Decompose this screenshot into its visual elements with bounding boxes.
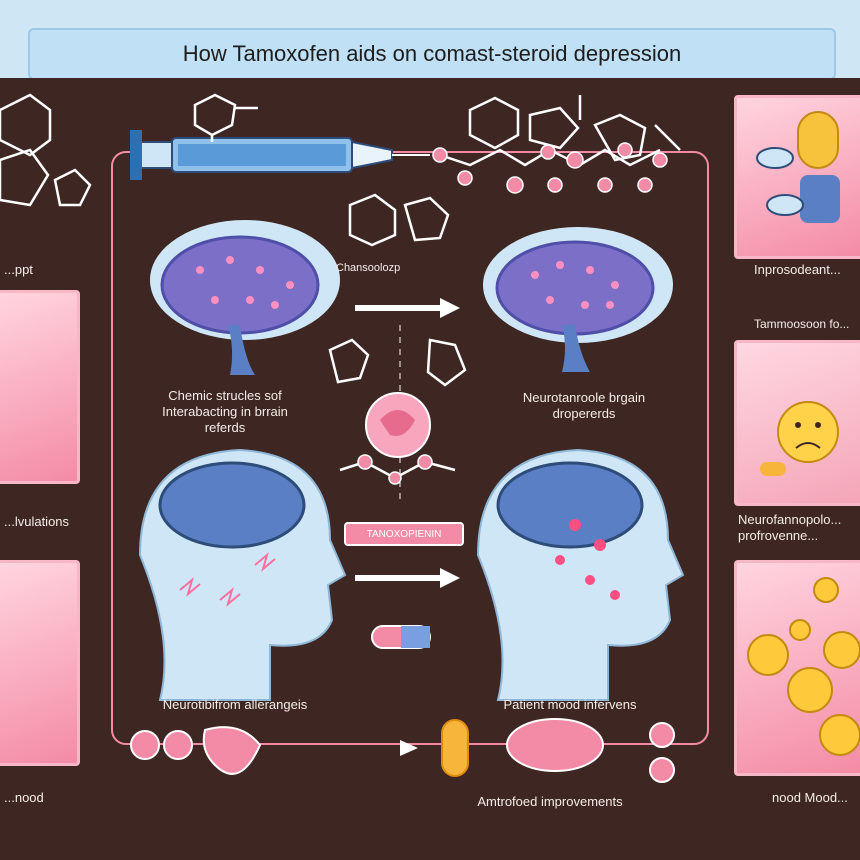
label-right-bottom: nood Mood... (772, 790, 848, 805)
molecule-atoms-top (432, 142, 668, 194)
molecule-syringe (193, 93, 258, 142)
left-card-patient (0, 290, 80, 484)
label-left-mid: ...lvulations (4, 514, 70, 529)
bottom-flow (130, 718, 675, 783)
label-left-bottom: ...nood (4, 790, 44, 805)
label-right-lower: Neurofannopolo... profrovenne... (738, 512, 842, 543)
molecule-chain-top (439, 95, 681, 167)
label-center-small: Chansoolozp (336, 262, 401, 274)
caption-bottom-left: Neurotibifrom allerangeis (162, 697, 308, 712)
brain-top-right (483, 227, 673, 372)
syringe-icon (130, 130, 430, 180)
label-left-top: ...ppt (4, 262, 33, 277)
tamoxifen-label: TANOXOPIENIN (344, 522, 464, 546)
head-bottom-right (476, 448, 685, 701)
emotion-faces-icon (747, 577, 860, 756)
flow-loop-outline (111, 151, 709, 745)
label-right-top: Inprosodeant... (754, 262, 841, 277)
receptor-center (328, 338, 467, 485)
caption-bottom-right: Patient mood infervens (503, 697, 637, 712)
molecule-top-left (0, 93, 92, 207)
right-card-pills (734, 95, 860, 259)
title-banner: How Tamoxofen aids on comast-steroid dep… (28, 28, 836, 80)
caption-bottom-center: Amtrofoed improvements (477, 794, 623, 809)
pills-icon (756, 111, 840, 223)
capsule-center (371, 625, 431, 649)
caption-top-left: Chemic strucles sof Interabacting in brr… (162, 388, 288, 435)
brain-top-left (150, 220, 340, 375)
molecule-center-top (348, 193, 450, 247)
poster-title: How Tamoxofen aids on comast-steroid dep… (182, 41, 682, 66)
caption-top-right: Neurotanroole brgain dropererds (522, 390, 646, 421)
label-right-mid: Tammoosoon fo... (754, 317, 850, 331)
sad-face-icon (760, 401, 839, 476)
left-card-woman (0, 560, 80, 766)
diagram-board (0, 78, 860, 860)
head-bottom-left (138, 448, 347, 701)
